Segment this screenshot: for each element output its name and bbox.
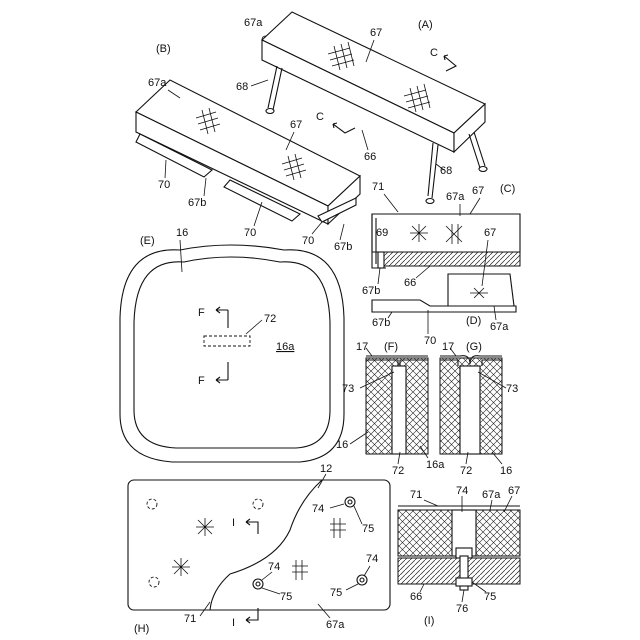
- ref-e-16: 16: [176, 227, 188, 239]
- section-h-bottom: I: [232, 617, 235, 629]
- ref-c-66: 66: [404, 277, 416, 289]
- board-c: [384, 252, 520, 266]
- ref-e-72: 72: [264, 313, 276, 325]
- ref-d-67b: 67b: [372, 317, 390, 329]
- ref-b-70-right: 70: [302, 235, 314, 247]
- caption-e: (E): [140, 235, 155, 247]
- slot-f: [392, 366, 406, 454]
- caption-c: (C): [500, 183, 515, 195]
- ref-d-67: 67: [484, 227, 496, 239]
- slot-g: [460, 366, 480, 454]
- ref-a-66: 66: [364, 151, 376, 163]
- panel-g: 17 (G) 73 72 16: [440, 341, 518, 477]
- arrow-a-label: C: [430, 47, 438, 59]
- caption-f: (F): [384, 341, 398, 353]
- ref-i-67: 67: [508, 485, 520, 497]
- ref-f-73: 73: [342, 383, 354, 395]
- ref-a-68-left: 68: [236, 81, 248, 93]
- section-h-top: I: [232, 517, 235, 529]
- hole-h3: [149, 577, 159, 587]
- ref-h-74-a: 74: [312, 503, 324, 515]
- panel-i: 71 74 67a 67 66 76 75 (I): [398, 485, 520, 627]
- ref-h-71: 71: [184, 613, 196, 625]
- caption-g: (G): [466, 341, 482, 353]
- ref-g-72: 72: [460, 465, 472, 477]
- ref-h-67a: 67a: [326, 619, 345, 631]
- ref-f-72: 72: [392, 465, 404, 477]
- ref-f-17: 17: [356, 341, 368, 353]
- ref-h-74-b: 74: [268, 561, 280, 573]
- ref-d-67a: 67a: [490, 321, 509, 333]
- slot-outline-e: [204, 336, 250, 346]
- ref-a-67: 67: [370, 27, 382, 39]
- ref-f-16: 16: [336, 439, 348, 451]
- ref-i-75: 75: [484, 591, 496, 603]
- ref-h-74-c: 74: [366, 553, 378, 565]
- ref-g-73: 73: [506, 383, 518, 395]
- mesh-mark-h2: [172, 558, 190, 576]
- ref-i-71: 71: [410, 489, 422, 501]
- caption-a: (A): [418, 19, 433, 31]
- ref-i-67a: 67a: [482, 489, 501, 501]
- caption-i: (I): [424, 615, 434, 627]
- panel-e: (E) 16 72 16a F F: [120, 227, 344, 462]
- foam-i-left: [398, 510, 452, 556]
- ref-c-67: 67: [472, 185, 484, 197]
- section-e-top: F: [198, 307, 205, 319]
- panel-h: 12 74 75 74 75 75 74 71 67a (H) I I: [128, 463, 390, 635]
- ref-g-16: 16: [500, 465, 512, 477]
- ref-h-75-a: 75: [362, 523, 374, 535]
- mesh-mark-h3: [330, 518, 346, 538]
- nut-i: [456, 578, 472, 586]
- ref-c-67b: 67b: [362, 285, 380, 297]
- panel-f: 17 (F) 73 16 72 16a: [336, 341, 445, 477]
- caption-b: (B): [156, 43, 171, 55]
- foam-i-right: [476, 510, 520, 556]
- ref-b-70-mid: 70: [244, 227, 256, 239]
- ref-f-16a: 16a: [426, 459, 445, 471]
- ref-a-68-right: 68: [440, 165, 452, 177]
- ref-i-76: 76: [456, 603, 468, 615]
- ref-a-67a: 67a: [244, 17, 263, 29]
- ref-h-75-b: 75: [280, 591, 292, 603]
- ref-h-75-c: 75: [330, 587, 342, 599]
- ref-c-69: 69: [376, 227, 388, 239]
- ref-b-67a: 67a: [148, 77, 167, 89]
- ref-b-70-left: 70: [158, 179, 170, 191]
- mesh-mark-h1: [196, 518, 214, 536]
- arrow-b-label: C: [316, 111, 324, 123]
- ref-e-16a: 16a: [276, 341, 295, 353]
- ref-c-71: 71: [372, 181, 384, 193]
- caption-d: (D): [466, 315, 481, 327]
- ref-i-74: 74: [456, 485, 468, 497]
- mesh-mark-h4: [292, 560, 308, 580]
- ref-d-70: 70: [424, 335, 436, 347]
- mesh-mark-c1: [410, 224, 428, 242]
- hole-h1: [147, 499, 157, 509]
- ref-b-67b-right: 67b: [334, 241, 352, 253]
- fastener-c: [378, 252, 384, 268]
- ref-h-12: 12: [320, 463, 332, 475]
- section-e-bottom: F: [198, 375, 205, 387]
- hole-h2: [253, 499, 263, 509]
- ref-b-67b: 67b: [188, 197, 206, 209]
- ref-i-66: 66: [410, 591, 422, 603]
- caption-h: (H): [134, 623, 149, 635]
- ref-b-67: 67: [290, 119, 302, 131]
- ref-c-67a: 67a: [446, 191, 465, 203]
